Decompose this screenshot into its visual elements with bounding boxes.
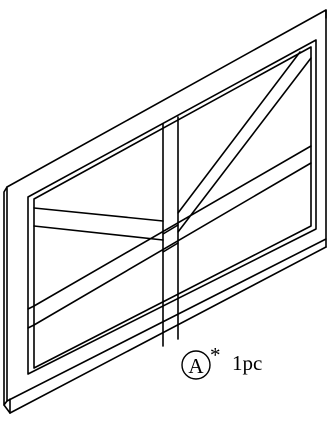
part-letter-circle xyxy=(181,350,211,380)
inner-frame-rabbet xyxy=(33,46,312,369)
frame-side xyxy=(3,186,8,406)
inner-frame xyxy=(27,39,317,375)
right-brace-right xyxy=(177,57,312,233)
bottom-edge-thickness xyxy=(9,246,327,414)
outer-frame xyxy=(6,9,327,402)
part-marker: * xyxy=(210,343,221,367)
rail-bottom xyxy=(33,162,312,326)
left-brace-top xyxy=(33,207,164,222)
left-brace-bottom xyxy=(33,225,164,241)
part-label: A * 1pc xyxy=(181,343,262,380)
right-brace-left xyxy=(177,51,301,214)
part-letter: A xyxy=(188,354,204,378)
part-quantity: 1pc xyxy=(232,351,262,375)
rail-top xyxy=(33,145,312,307)
